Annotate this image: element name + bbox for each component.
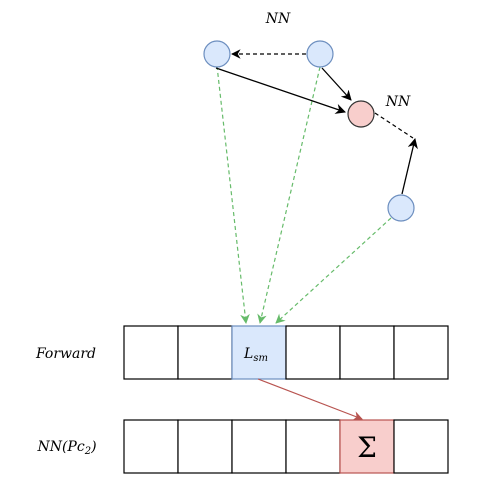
- node-mid: [306, 40, 334, 68]
- label-nn-pc2-suffix: ): [90, 439, 96, 455]
- label-nn-pc2: NN(Pc2): [36, 439, 96, 457]
- arrow-left-node-to-red-node: [215, 67, 346, 114]
- nn-cell-sigma: [339, 419, 395, 474]
- label-sigma: Σ: [357, 431, 377, 464]
- label-lsm: Lsm: [243, 346, 268, 364]
- green-arrow-mid-node-to-lsm: [257, 66, 321, 324]
- forward-cell-2: [177, 325, 233, 380]
- node-left: [203, 40, 231, 68]
- forward-cell-4: [285, 325, 341, 380]
- label-forward: Forward: [35, 346, 96, 362]
- nn-cell-1: [123, 419, 179, 474]
- nn-cell-6: [393, 419, 449, 474]
- nn-cell-4: [285, 419, 341, 474]
- dashed-line-red-node-to-corner: [374, 112, 414, 139]
- arrow-mid-node-to-red-node: [321, 67, 352, 101]
- node-bottom: [387, 194, 415, 222]
- label-nn-right: NN: [385, 94, 411, 110]
- red-arrow-lsm-to-sigma: [257, 378, 363, 421]
- forward-cell-6: [393, 325, 449, 380]
- label-lsm-main: L: [243, 346, 253, 362]
- forward-cell-1: [123, 325, 179, 380]
- label-nn-pc2-sub: 2: [84, 446, 91, 457]
- arrow-bottom-node-up: [401, 137, 418, 195]
- node-red: [347, 100, 375, 128]
- forward-cell-5: [339, 325, 395, 380]
- green-arrow-left-node-to-lsm: [216, 65, 250, 324]
- label-nn-pc2-prefix: NN(Pc: [36, 439, 84, 455]
- nn-cell-2: [177, 419, 233, 474]
- green-arrow-bottom-node-to-lsm: [275, 217, 392, 324]
- nn-cell-3: [231, 419, 287, 474]
- label-nn-top: NN: [265, 11, 291, 27]
- label-lsm-sub: sm: [253, 353, 268, 364]
